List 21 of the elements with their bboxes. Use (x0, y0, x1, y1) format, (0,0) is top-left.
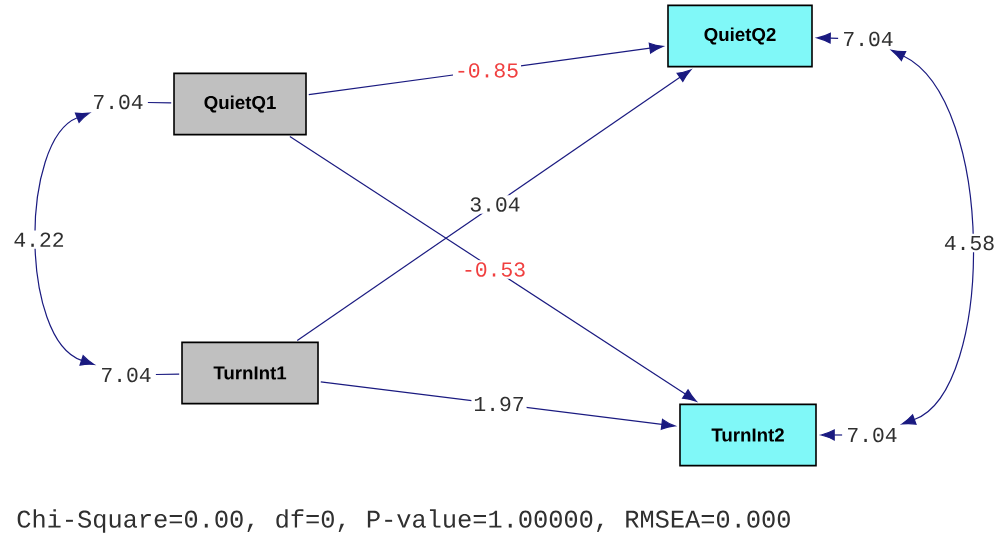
path-arrow (891, 49, 975, 425)
variance-value: 7.04 (844, 31, 893, 47)
variance-value: 7.04 (94, 94, 143, 110)
variable-box: TurnInt2 (679, 403, 817, 467)
variable-box: TurnInt1 (181, 341, 319, 405)
path-arrow (816, 32, 839, 44)
edge-label: 3.04 (467, 195, 523, 214)
edge-label: 4.22 (11, 230, 67, 249)
fit-statistics: Chi-Square=0.00, df=0, P-value=1.00000, RMSEA=0.000 (17, 509, 790, 533)
edge-label: -0.53 (460, 260, 529, 279)
edge-label: -0.85 (453, 61, 521, 80)
path-arrow (289, 135, 697, 402)
variable-box: QuietQ2 (667, 4, 813, 68)
path-arrow (820, 429, 843, 441)
variance-value: 7.04 (848, 427, 897, 443)
variable-box: QuietQ1 (173, 72, 307, 136)
path-arrow (296, 69, 692, 341)
edge-label: 4.58 (941, 233, 998, 253)
path-arrow (34, 112, 95, 366)
edge-label: 1.97 (471, 394, 527, 414)
variance-value: 7.04 (102, 367, 151, 383)
